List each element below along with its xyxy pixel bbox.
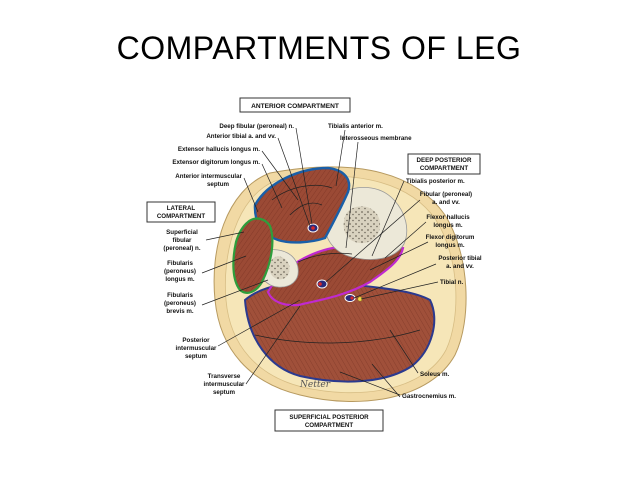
lateral-compartment-box: LATERAL COMPARTMENT bbox=[146, 201, 216, 223]
leader-lines bbox=[201, 127, 439, 398]
posterior-tibial-vessels-icon bbox=[344, 294, 356, 302]
label-fibular-vessels: Fibular (peroneal) bbox=[420, 191, 472, 198]
label-soleus: Soleus m. bbox=[420, 371, 450, 378]
svg-text:brevis m.: brevis m. bbox=[166, 308, 193, 315]
svg-text:(peroneus): (peroneus) bbox=[164, 268, 196, 275]
svg-text:COMPARTMENT: COMPARTMENT bbox=[305, 422, 354, 429]
interosseous-membrane-line bbox=[297, 252, 353, 263]
anterior-compartment bbox=[253, 166, 351, 244]
svg-text:septum: septum bbox=[207, 181, 230, 188]
superficial-posterior-compartment-box: SUPERFICIAL POSTERIOR COMPARTMENT bbox=[274, 409, 384, 432]
artist-signature: Netter bbox=[299, 380, 331, 390]
soleus-gastrocnemius-boundary bbox=[254, 329, 421, 344]
svg-text:longus m.: longus m. bbox=[165, 276, 194, 283]
svg-text:SUPERFICIAL POSTERIOR: SUPERFICIAL POSTERIOR bbox=[289, 414, 369, 421]
right-labels: Tibialis anterior m. Interosseous membra… bbox=[328, 123, 482, 400]
label-fibularis-brevis: Fibularis bbox=[167, 292, 193, 299]
svg-text:intermuscular: intermuscular bbox=[204, 381, 246, 388]
label-tibial-nerve: Tibial n. bbox=[440, 279, 464, 286]
svg-text:(peroneal) n.: (peroneal) n. bbox=[163, 245, 200, 252]
svg-text:ANTERIOR COMPARTMENT: ANTERIOR COMPARTMENT bbox=[251, 103, 339, 110]
label-deep-fibular-nerve: Deep fibular (peroneal) n. bbox=[219, 123, 294, 130]
svg-text:longus m.: longus m. bbox=[433, 222, 462, 229]
deep-posterior-compartment-box: DEEP POSTERIOR COMPARTMENT bbox=[407, 153, 481, 175]
label-extensor-hallucis: Extensor hallucis longus m. bbox=[178, 146, 260, 153]
left-labels: Deep fibular (peroneal) n. Anterior tibi… bbox=[163, 123, 294, 396]
svg-text:COMPARTMENT: COMPARTMENT bbox=[157, 213, 206, 220]
label-extensor-digitorum: Extensor digitorum longus m. bbox=[172, 159, 260, 166]
svg-text:septum: septum bbox=[213, 389, 236, 396]
posterior-tibial-artery-icon bbox=[350, 296, 354, 300]
svg-text:fibular: fibular bbox=[173, 237, 192, 244]
svg-text:(peroneus): (peroneus) bbox=[164, 300, 196, 307]
svg-text:a. and vv.: a. and vv. bbox=[446, 263, 474, 270]
svg-text:intermuscular: intermuscular bbox=[176, 345, 218, 352]
svg-text:LATERAL: LATERAL bbox=[167, 205, 196, 212]
slide-title: COMPARTMENTS OF LEG bbox=[116, 30, 522, 66]
svg-text:COMPARTMENT: COMPARTMENT bbox=[420, 165, 469, 172]
anterior-tibial-artery-icon bbox=[311, 226, 315, 230]
svg-text:DEEP POSTERIOR: DEEP POSTERIOR bbox=[417, 157, 472, 164]
label-tibialis-anterior: Tibialis anterior m. bbox=[328, 123, 383, 130]
lateral-compartment bbox=[232, 217, 274, 294]
fibular-artery-icon bbox=[318, 282, 322, 286]
label-tibialis-posterior: Tibialis posterior m. bbox=[406, 178, 465, 185]
anterior-compartment-box: ANTERIOR COMPARTMENT bbox=[239, 97, 351, 113]
label-transverse-septum: Transverse bbox=[208, 373, 241, 380]
label-flexor-digitorum: Flexor digitorum bbox=[426, 234, 475, 241]
label-gastrocnemius: Gastrocnemius m. bbox=[402, 393, 456, 400]
svg-text:a. and vv.: a. and vv. bbox=[432, 199, 460, 206]
label-posterior-septum: Posterior bbox=[182, 337, 210, 344]
label-anterior-tibial-vessels: Anterior tibial a. and vv. bbox=[206, 133, 276, 140]
label-interosseous-membrane: Interosseous membrane bbox=[340, 135, 412, 142]
label-posterior-tibial-vessels: Posterior tibial bbox=[438, 255, 482, 262]
label-anterior-septum: Anterior intermuscular bbox=[175, 173, 242, 180]
fibular-vessels-icon bbox=[316, 279, 328, 289]
label-flexor-hallucis: Flexor hallucis bbox=[426, 214, 470, 221]
svg-text:longus m.: longus m. bbox=[435, 242, 464, 249]
label-superficial-fibular-nerve: Superficial bbox=[166, 229, 198, 236]
label-fibularis-longus: Fibularis bbox=[167, 260, 193, 267]
svg-text:septum: septum bbox=[185, 353, 208, 360]
